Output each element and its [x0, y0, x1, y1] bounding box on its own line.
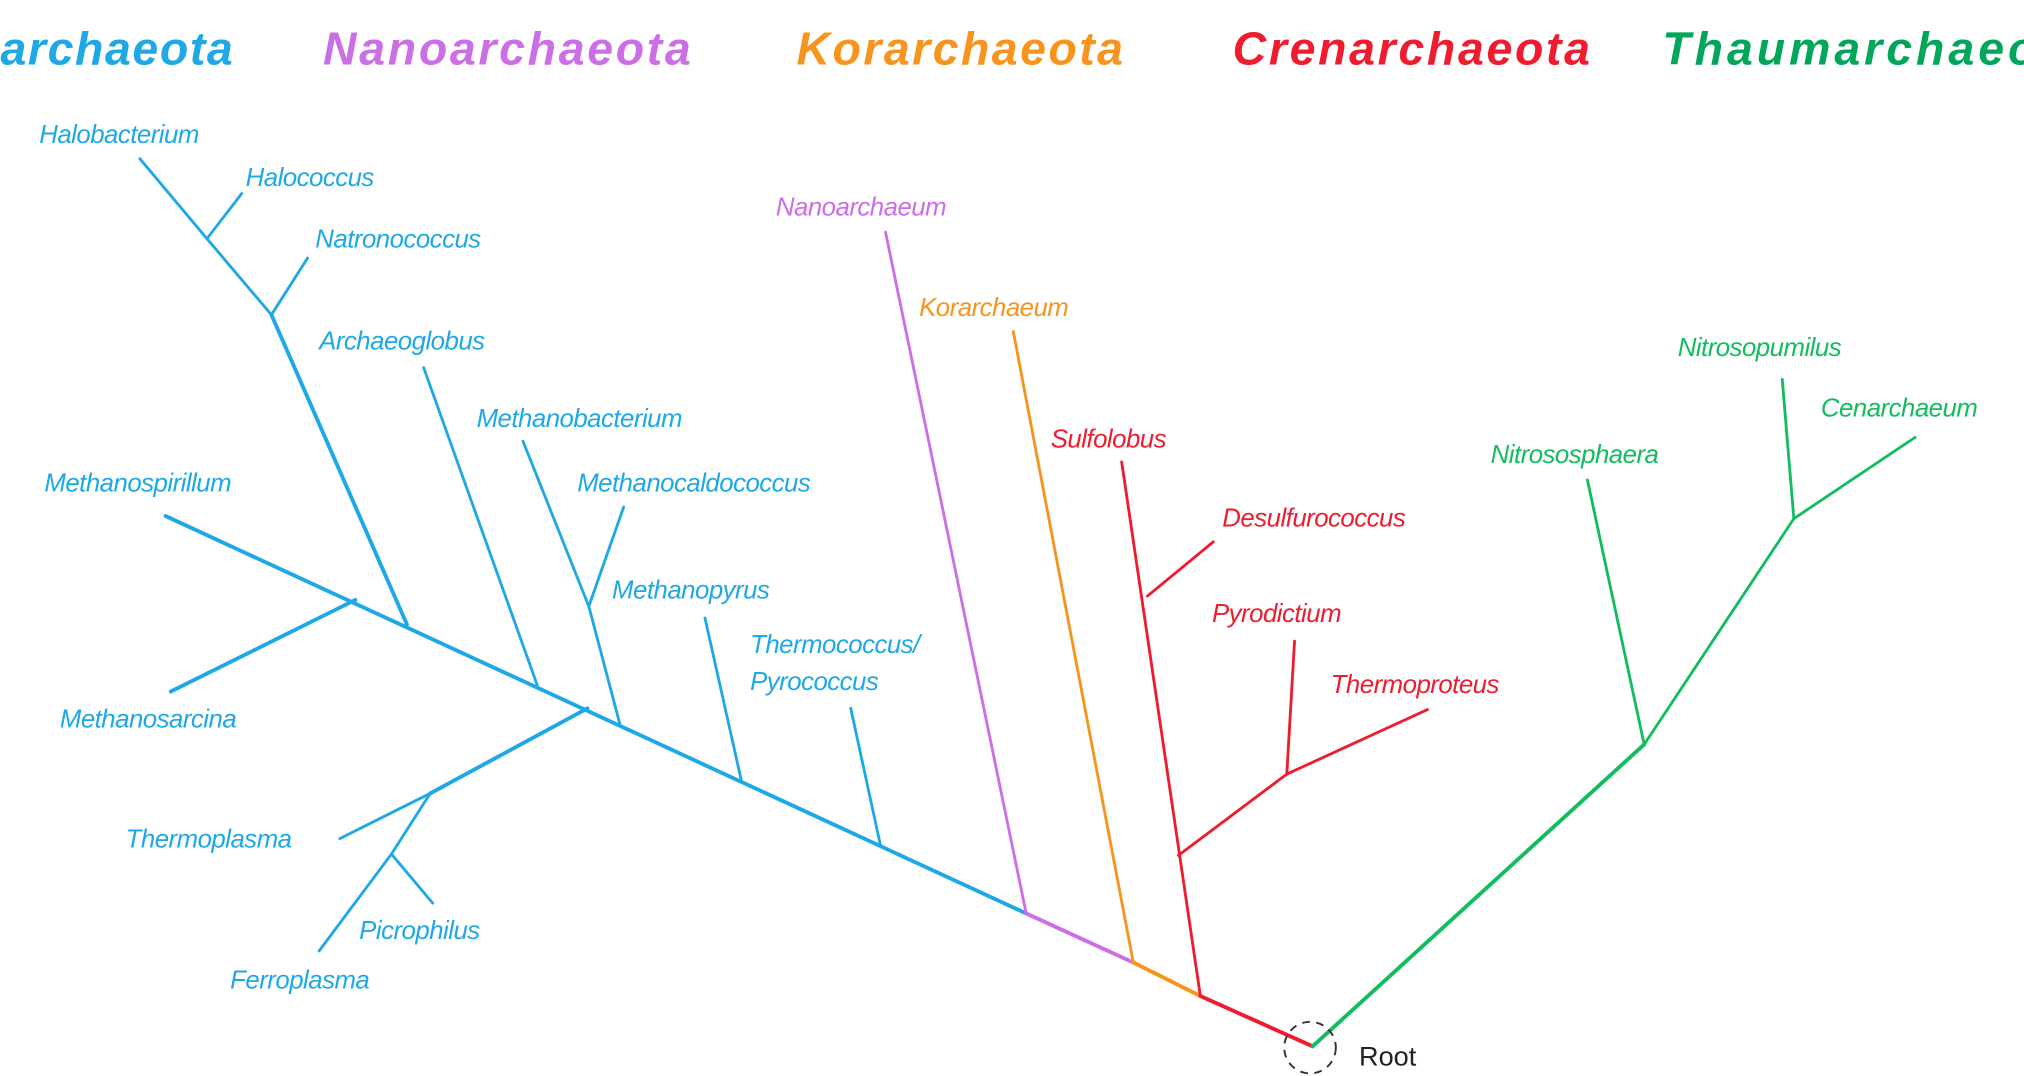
- branch-halobacterium: [138, 157, 209, 241]
- branch-korarchaeum: [1011, 330, 1135, 964]
- header-nanoarchaeota: Nanoarchaeota: [323, 23, 691, 75]
- branch-nanoarchaeum: [884, 230, 1028, 915]
- branch-pyro-thermoproteus: [1177, 772, 1289, 857]
- header-thaumarchaeota: Thaumarchaeo: [1662, 23, 2024, 75]
- label-pyrococcus: Pyrococcus: [750, 668, 879, 696]
- branch-thermoplasma-clade: [428, 706, 590, 796]
- label-korarchaeum: Korarchaeum: [919, 294, 1068, 322]
- label-pyrodictium: Pyrodictium: [1212, 600, 1341, 628]
- branch-methanopyrus: [703, 616, 743, 781]
- branch-methanosarcina: [168, 597, 358, 694]
- label-nanoarchaeum: Nanoarchaeum: [776, 193, 946, 221]
- header-crenarchaeota: Crenarchaeota: [1233, 23, 1590, 75]
- header-korarchaeota: Korarchaeota: [797, 23, 1123, 75]
- branch-halococcus: [205, 192, 244, 241]
- branch-archaeoglobus: [422, 366, 539, 687]
- nanoarchaeota-spine: [1024, 911, 1136, 965]
- branch-thermoproteus: [1285, 708, 1429, 776]
- euryarchaeota-spine: [163, 514, 1029, 916]
- branch-cenarchaeum: [1792, 435, 1917, 521]
- label-natronococcus: Natronococcus: [315, 226, 481, 254]
- label-nitrosopumilus: Nitrosopumilus: [1678, 334, 1842, 362]
- branch-thermoplasma: [338, 792, 432, 841]
- root-marker-circle: [1283, 1020, 1337, 1075]
- label-thermococcus: Thermococcus/: [750, 631, 923, 659]
- label-halococcus: Halococcus: [246, 164, 375, 192]
- label-thermoplasma: Thermoplasma: [126, 826, 292, 854]
- label-sulfolobus: Sulfolobus: [1051, 426, 1167, 454]
- label-nitrososphaera: Nitrososphaera: [1491, 441, 1659, 469]
- label-ferroplasma: Ferroplasma: [230, 966, 369, 994]
- label-methanobacterium: Methanobacterium: [477, 405, 682, 433]
- branch-desulfurococcus: [1146, 540, 1215, 598]
- label-halobacterium: Halobacterium: [39, 121, 199, 149]
- crenarchaeota-spine: [1198, 994, 1315, 1049]
- branch-nitrosopumilus-clade: [1642, 517, 1796, 746]
- label-archaeoglobus: Archaeoglobus: [317, 328, 485, 356]
- label-methanocaldococcus: Methanocaldococcus: [577, 470, 811, 498]
- header-euryarchaeota: archaeota: [1, 23, 233, 75]
- branch-ferroplasma: [317, 852, 393, 953]
- korarchaeota-spine: [1131, 960, 1203, 998]
- label-thermoproteus: Thermoproteus: [1331, 671, 1500, 699]
- branch-nitrosopumilus: [1780, 377, 1796, 521]
- branch-methanobacterium: [521, 439, 591, 608]
- branch-halo-subclade: [205, 237, 273, 317]
- root-label: Root: [1359, 1041, 1417, 1072]
- branch-natronococcus: [270, 256, 309, 317]
- branch-picrophilus: [390, 852, 435, 905]
- branch-halo-clade: [269, 312, 409, 627]
- branch-ferro-picro: [390, 792, 432, 856]
- branch-methano-clade: [587, 604, 622, 726]
- branch-pyrodictium: [1285, 639, 1296, 776]
- thaumarchaeota-spine: [1310, 742, 1647, 1049]
- label-picrophilus: Picrophilus: [359, 917, 480, 945]
- branch-methanocaldococcus: [587, 505, 626, 608]
- label-desulfurococcus: Desulfurococcus: [1222, 504, 1406, 532]
- label-cenarchaeum: Cenarchaeum: [1821, 395, 1977, 423]
- branch-nitrososphaera: [1585, 478, 1646, 746]
- branch-thermococcus: [849, 706, 882, 847]
- label-methanospirillum: Methanospirillum: [44, 470, 231, 498]
- label-methanopyrus: Methanopyrus: [612, 577, 770, 605]
- branch-sulfolobus: [1120, 460, 1202, 998]
- label-methanosarcina: Methanosarcina: [60, 706, 236, 734]
